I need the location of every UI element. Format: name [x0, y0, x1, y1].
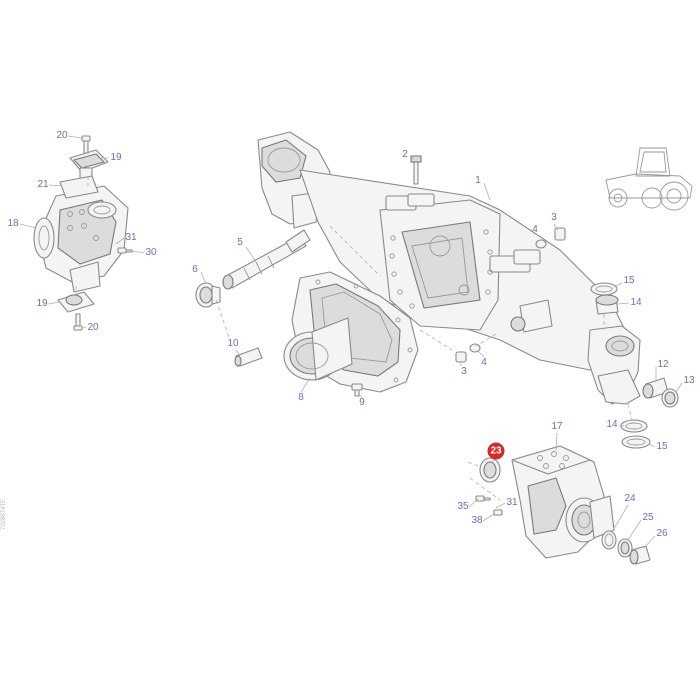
callout-label[interactable]: 1	[475, 175, 481, 186]
bolt-9	[351, 383, 363, 397]
seal-13	[661, 388, 679, 408]
callout-label[interactable]: 15	[623, 275, 635, 286]
callout-label[interactable]: 26	[656, 528, 668, 539]
callout-label[interactable]: 10	[227, 338, 239, 349]
breather-screw-2	[410, 155, 422, 185]
callout-label[interactable]: 3	[461, 366, 467, 377]
bolt-20-top	[81, 135, 91, 154]
pin-10	[234, 347, 263, 367]
callout-label[interactable]: 20	[56, 130, 68, 141]
callout-label[interactable]: 21	[37, 179, 49, 190]
callout-label[interactable]: 12	[657, 359, 669, 370]
callout-label[interactable]: 18	[7, 218, 19, 229]
bearing-cups-bottom	[620, 419, 651, 449]
steering-knuckle-left-18	[33, 185, 129, 293]
callout-label[interactable]: 4	[532, 224, 538, 235]
callout-label[interactable]: 38	[471, 515, 483, 526]
highlighted-callout[interactable]: 23	[487, 442, 505, 460]
leader-lines	[19, 135, 683, 549]
callout-label[interactable]: 4	[481, 357, 487, 368]
ring-25	[617, 538, 633, 558]
bolt-20-bottom	[73, 313, 83, 331]
callout-label[interactable]: 14	[606, 419, 618, 430]
callout-label[interactable]: 31	[125, 232, 137, 243]
callout-label[interactable]: 5	[237, 237, 243, 248]
bush-12	[642, 377, 669, 399]
cap-plate-19-top	[69, 149, 109, 179]
callout-label[interactable]: 6	[192, 264, 198, 275]
callout-label[interactable]: 15	[656, 441, 668, 452]
callout-label[interactable]: 2	[402, 149, 408, 160]
callout-label[interactable]: 20	[87, 322, 99, 333]
bearing-cups-top	[590, 282, 619, 315]
callout-label[interactable]: 24	[624, 493, 636, 504]
grease-nipple-31-30-left	[117, 247, 133, 254]
callout-label[interactable]: 31	[506, 497, 518, 508]
seal-ring-23	[479, 457, 501, 483]
drive-shaft-5	[222, 229, 311, 290]
bush-26	[629, 545, 651, 565]
callout-label[interactable]: 19	[110, 152, 122, 163]
flange-bolt-holes	[389, 229, 493, 309]
shaft-seal-6	[195, 282, 221, 308]
plug-3-top	[554, 227, 566, 241]
callout-label[interactable]: 13	[683, 375, 695, 386]
seal-24	[601, 530, 617, 550]
callout-label[interactable]: 3	[551, 212, 557, 223]
callout-label[interactable]: 25	[642, 512, 654, 523]
reference-code: 7028874TE	[1, 498, 7, 530]
cap-plate-19-bottom	[57, 291, 95, 313]
callout-label[interactable]: 9	[359, 397, 365, 408]
seal-ring-4-top	[535, 239, 547, 249]
axle-housing	[257, 131, 641, 405]
steering-knuckle-right-17	[511, 445, 615, 559]
callout-label[interactable]: 8	[298, 392, 304, 403]
callout-label[interactable]: 17	[551, 421, 563, 432]
seal-ring-4-bottom	[469, 343, 481, 353]
assembly-lines	[75, 176, 633, 501]
differential-carrier-8	[283, 271, 419, 393]
plug-3-bottom	[455, 351, 467, 363]
callout-label[interactable]: 19	[36, 298, 48, 309]
callout-label[interactable]: 35	[457, 501, 469, 512]
tractor-thumbnail	[605, 147, 693, 211]
callout-label[interactable]: 14	[630, 297, 642, 308]
callout-label[interactable]: 30	[145, 247, 157, 258]
bracket-21	[59, 175, 99, 199]
grease-nipple-35-38-right	[475, 495, 503, 516]
